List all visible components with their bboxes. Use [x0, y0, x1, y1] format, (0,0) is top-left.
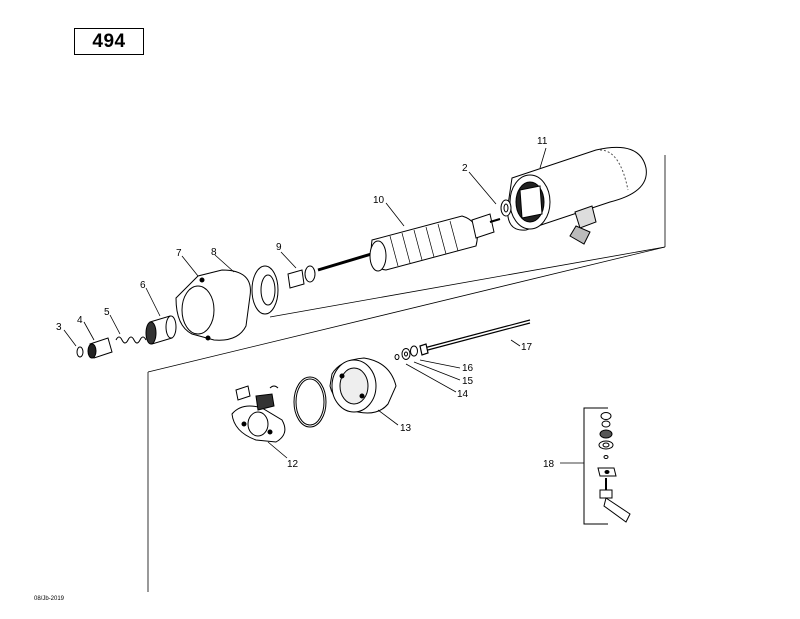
spacer-part-9: [287, 265, 316, 289]
small-hardware-parts-14-15-16: [394, 345, 418, 360]
frame-lines: [147, 155, 666, 592]
callout-11: 11: [537, 136, 548, 147]
snap-ring-part-3: [76, 346, 84, 358]
drive-housing-part-7: [175, 269, 251, 341]
gasket-part-8: [251, 265, 279, 315]
callout-14: 14: [457, 389, 469, 400]
page-number: 494: [92, 30, 126, 52]
callout-18: 18: [543, 459, 555, 470]
pinion-part-6: [145, 315, 177, 345]
callout-12: 12: [287, 459, 299, 470]
spring-part-5: [115, 336, 147, 344]
callout-labels: 11 2 10 9 7 8 6 5 4 3 17 16 15 14 13 12 …: [56, 136, 555, 470]
callout-3: 3: [56, 322, 62, 333]
footer-date: 08/Jb-2019: [34, 596, 65, 602]
callout-5: 5: [104, 307, 110, 318]
page-number-box: 494: [74, 28, 144, 55]
end-cover-part-13: [329, 357, 397, 414]
callout-6: 6: [140, 280, 146, 291]
through-bolt-part-17: [419, 319, 531, 356]
armature-part-10: [317, 213, 501, 272]
o-ring: [293, 376, 327, 428]
callout-15: 15: [462, 376, 474, 387]
callout-9: 9: [276, 242, 282, 253]
callout-16: 16: [462, 363, 474, 374]
washer-part-2: [500, 199, 512, 217]
brush-holder-part-12: [231, 385, 286, 443]
callout-17: 17: [521, 342, 533, 353]
callout-7: 7: [176, 248, 182, 259]
callout-10: 10: [373, 195, 385, 206]
callout-8: 8: [211, 247, 217, 258]
housing-part-11: [507, 146, 647, 245]
terminal-kit-part-18: [583, 407, 631, 525]
leader-lines: [63, 147, 584, 464]
callout-4: 4: [77, 315, 83, 326]
collar-part-4: [87, 337, 113, 359]
callout-2: 2: [462, 163, 468, 174]
callout-13: 13: [400, 423, 412, 434]
